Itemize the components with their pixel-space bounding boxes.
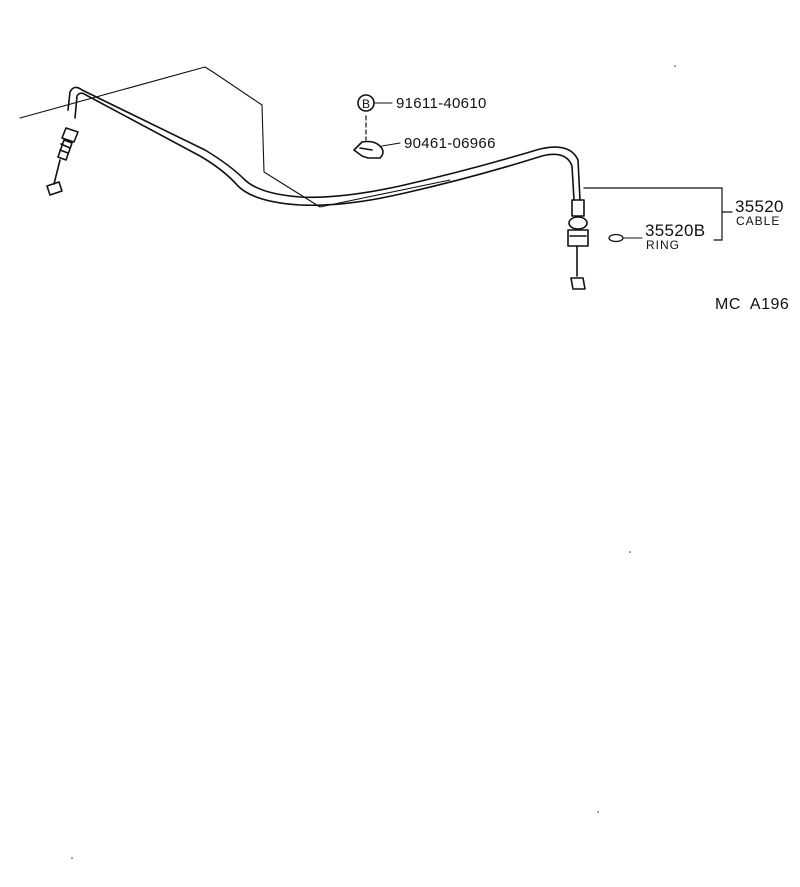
- scan-specks: [71, 65, 676, 859]
- clamp-part: [353, 115, 384, 159]
- reference-outline: [19, 66, 451, 208]
- cable-sheath: [67, 86, 581, 207]
- ring-symbol: [608, 233, 624, 243]
- ring-part-name: RING: [646, 238, 680, 252]
- clamp-part-number: 90461-06966: [404, 135, 496, 152]
- cable-part-number: 35520: [735, 197, 784, 216]
- clamp-leader-line: [381, 142, 401, 147]
- ring-part-number: 35520B: [645, 221, 705, 240]
- cable-left-end: [46, 127, 79, 196]
- cable-bracket: [583, 187, 733, 241]
- figure-reference: MC A196: [715, 296, 789, 313]
- cable-right-end: [567, 199, 589, 290]
- bolt-symbol-letter: B: [362, 97, 370, 111]
- cable-part-name: CABLE: [736, 214, 780, 228]
- bolt-part-number: 91611-40610: [396, 95, 487, 112]
